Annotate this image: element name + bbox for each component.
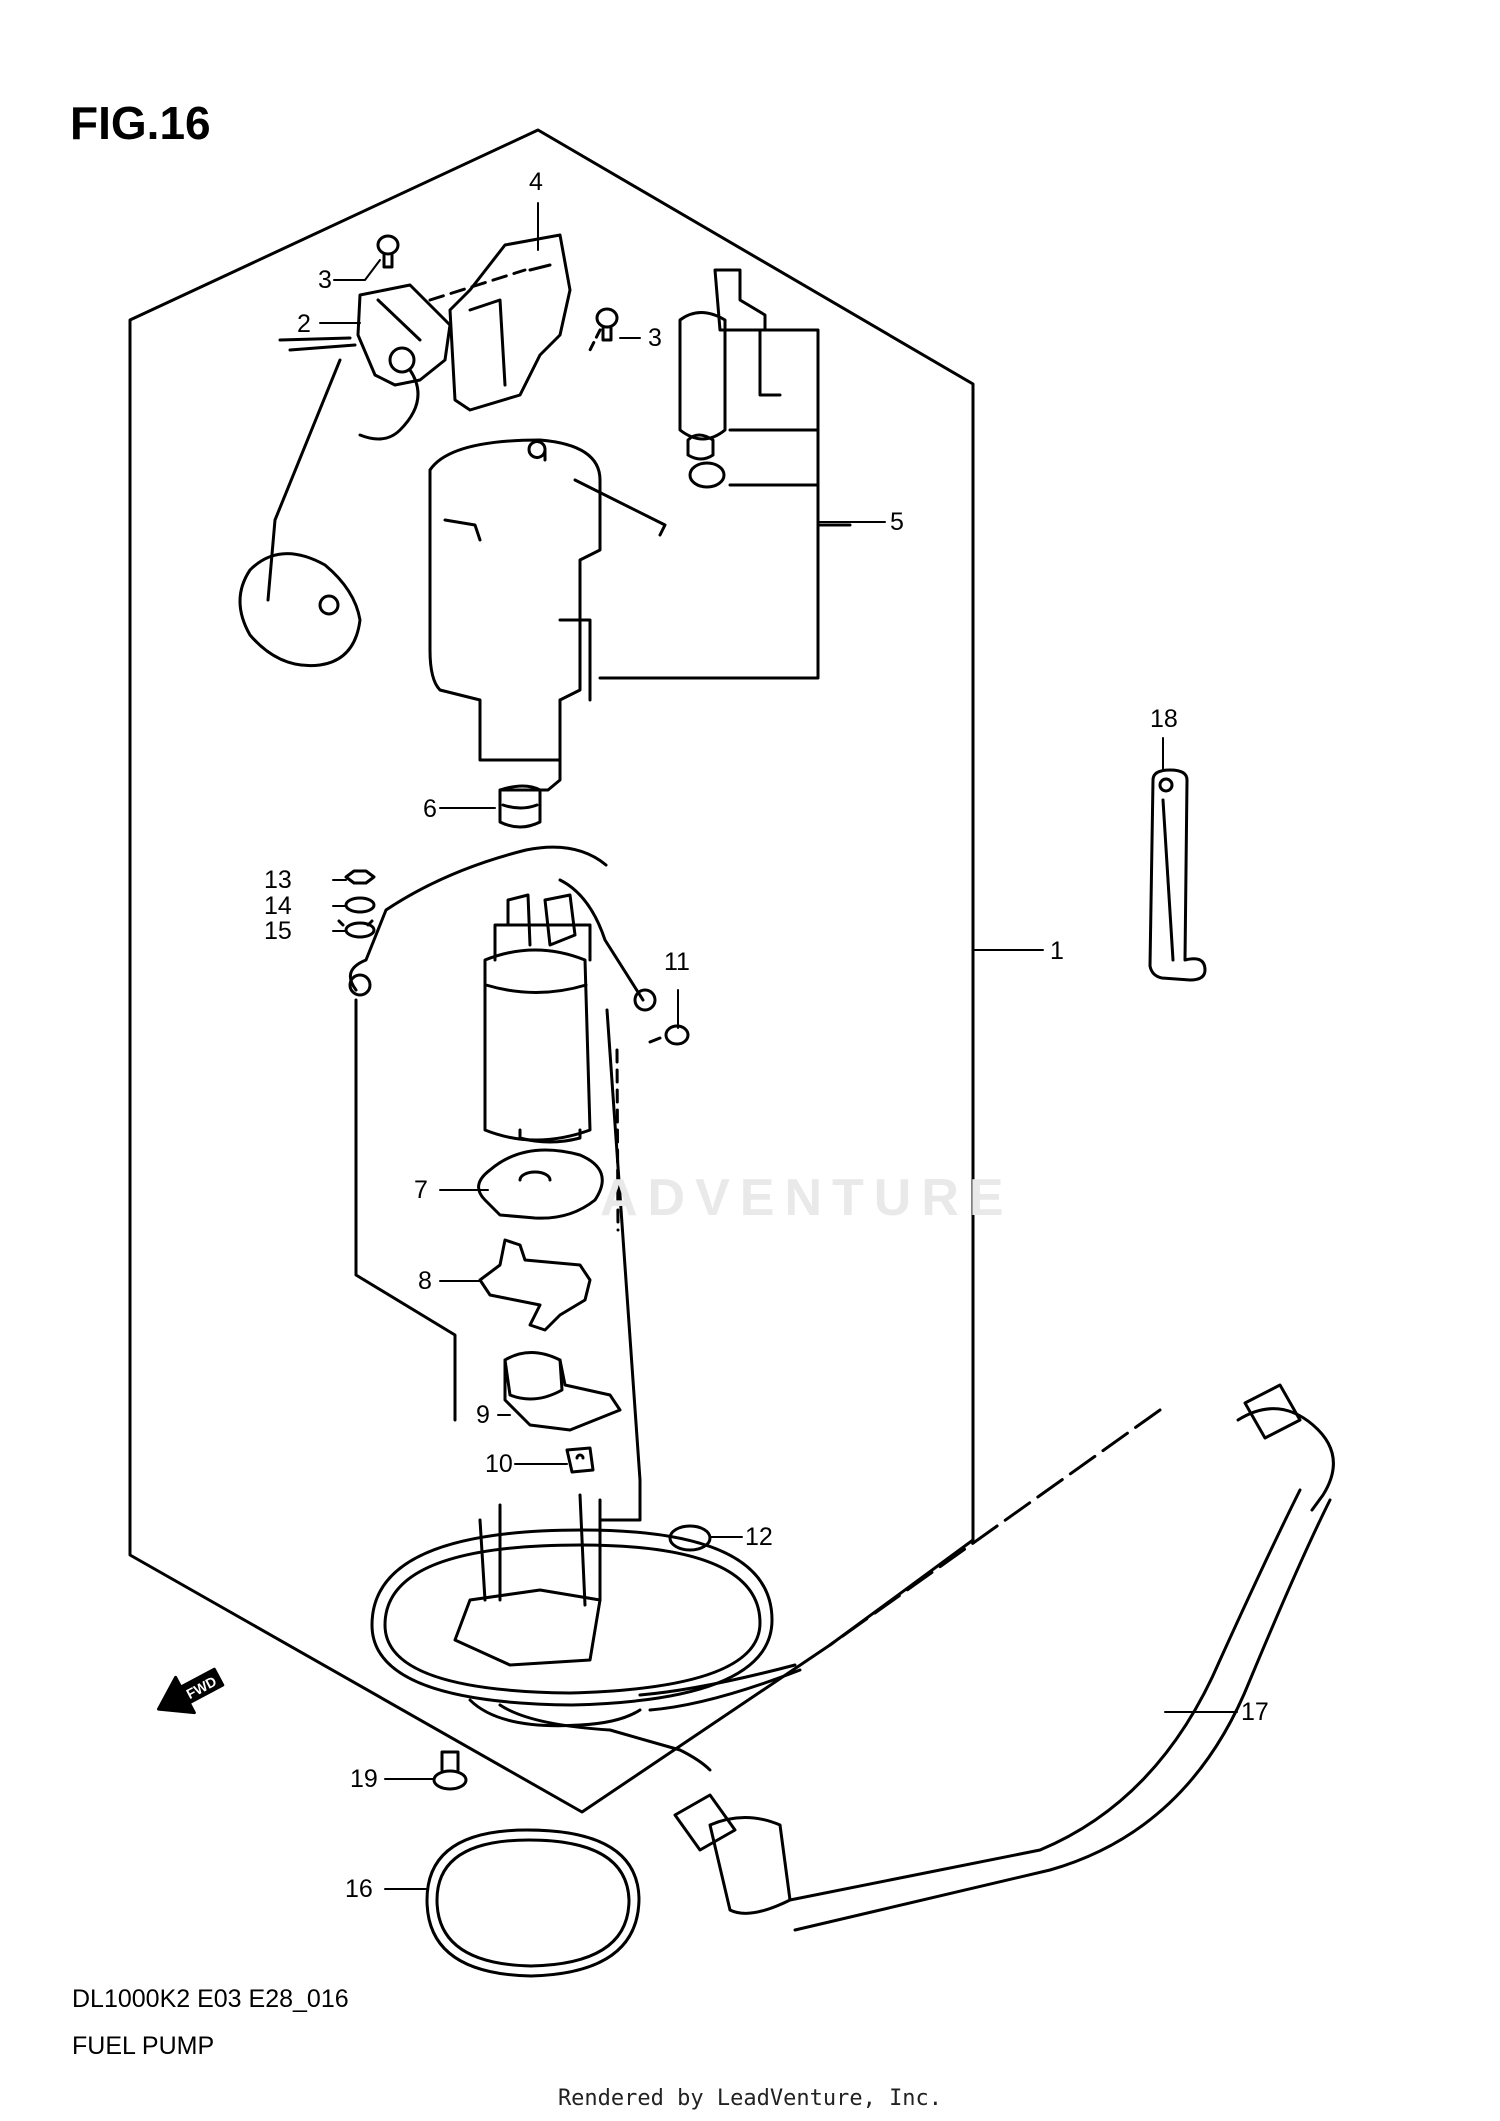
grommet-part-6 (498, 784, 542, 829)
callout-17: 17 (1241, 1698, 1269, 1726)
screw-part-3-upper (376, 234, 400, 269)
callout-14: 14 (264, 892, 292, 920)
callout-11: 11 (664, 948, 690, 976)
pump-holder-part-7 (477, 1148, 604, 1220)
watermark: ADVENTURE (600, 1169, 1014, 1227)
figure-title: FIG.16 (70, 97, 211, 149)
callout-15: 15 (264, 917, 292, 945)
fwd-arrow-icon: FWD (157, 1667, 225, 1715)
callout-7: 7 (414, 1176, 428, 1204)
callout-13: 13 (264, 866, 292, 894)
washer-part-14 (344, 896, 376, 914)
callout-10: 10 (485, 1450, 513, 1478)
callout-16: 16 (345, 1875, 373, 1903)
assembly-name: FUEL PUMP (72, 2032, 215, 2060)
fuel-level-sender-part-2 (266, 283, 452, 602)
bracket-part-4 (428, 233, 602, 412)
fuel-pump-motor (483, 893, 592, 1144)
pump-housing (428, 438, 667, 792)
assembly-leader-lines (354, 998, 642, 1522)
lock-washer-part-15 (337, 919, 376, 939)
filter-part-9 (503, 1351, 622, 1432)
callout-5: 5 (890, 508, 904, 536)
ground-wire (348, 845, 657, 1012)
callout-4: 4 (529, 168, 543, 196)
callout-18: 18 (1150, 705, 1178, 733)
pressure-regulator-part-5 (598, 268, 852, 680)
mounting-plate (370, 1493, 802, 1772)
callout-3: 3 (648, 324, 662, 352)
nut-part-13 (344, 869, 376, 885)
assembly-outline (128, 128, 975, 1814)
callout-leaders (319, 202, 1238, 1890)
bolt-part-19 (432, 1750, 468, 1791)
callout-1: 1 (1050, 937, 1064, 965)
callout-19: 19 (350, 1765, 378, 1793)
fuel-hose-part-17 (673, 1383, 1335, 1932)
callout-8: 8 (418, 1267, 432, 1295)
screw-part-3-lower (595, 307, 619, 342)
clip-part-10 (565, 1446, 595, 1474)
float-part (238, 552, 362, 668)
callout-3: 3 (318, 266, 332, 294)
bracket-part-8 (478, 1238, 592, 1332)
screw-part-11 (648, 1024, 690, 1046)
callout-9: 9 (476, 1401, 490, 1429)
strap-part-18 (1148, 768, 1207, 982)
render-credit: Rendered by LeadVenture, Inc. (557, 2086, 943, 2111)
callout-12: 12 (745, 1523, 773, 1551)
model-code: DL1000K2 E03 E28_016 (72, 1985, 349, 2013)
callout-2: 2 (297, 310, 311, 338)
callout-6: 6 (423, 795, 437, 823)
gasket-part-16 (425, 1828, 641, 1978)
